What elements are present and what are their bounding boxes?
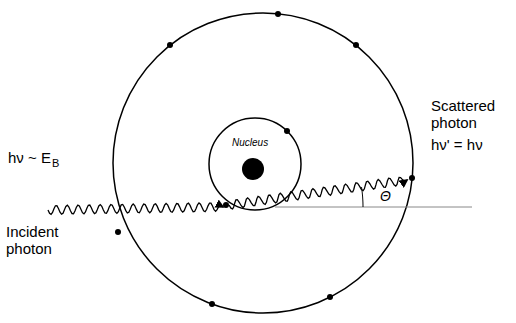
nucleus-label: Nucleus [232, 137, 268, 149]
incident-label: Incident photon [6, 223, 78, 258]
electrons [115, 11, 415, 307]
inner-shell [209, 118, 301, 210]
scattered-energy: hν' = hν [431, 136, 483, 153]
incident-energy: hν ~ E [8, 149, 51, 166]
energy-subscript: B [52, 157, 59, 170]
outer-shell [113, 13, 413, 313]
scattered-wave [229, 178, 407, 209]
nucleus [242, 158, 264, 180]
reference-line [275, 207, 472, 208]
angle-label: Θ [380, 188, 391, 204]
scattered-label: Scattered photon [431, 97, 513, 132]
incident-wave [48, 203, 223, 214]
